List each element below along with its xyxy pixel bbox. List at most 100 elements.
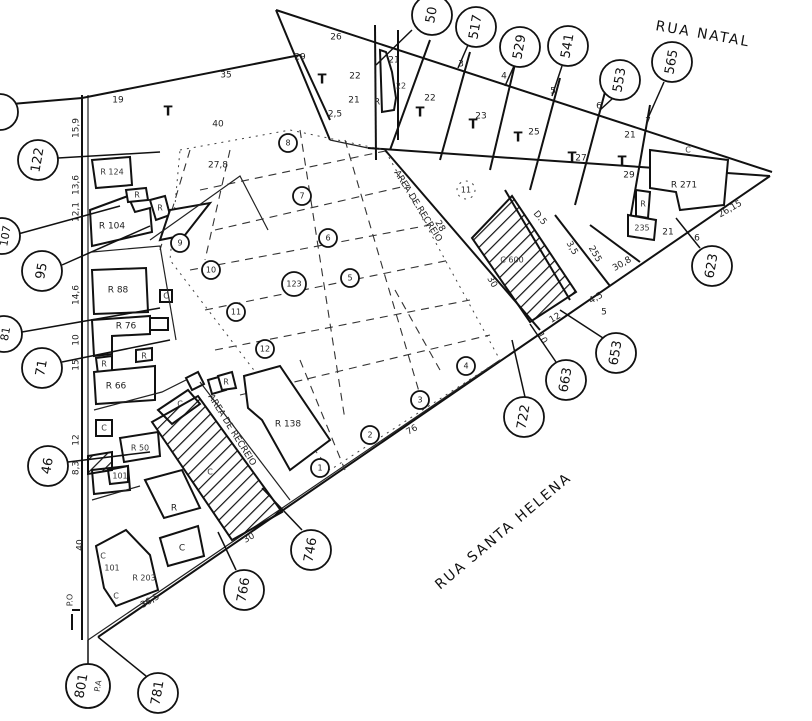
- svg-text:6: 6: [694, 234, 700, 244]
- parcel-746: 746: [261, 487, 332, 571]
- parcel-801: 801 P.A: [65, 640, 111, 709]
- svg-text:T: T: [469, 118, 478, 133]
- svg-text:663: 663: [556, 366, 575, 393]
- svg-text:35: 35: [220, 71, 231, 81]
- lot-7: 7: [292, 186, 312, 206]
- svg-text:C: C: [177, 400, 183, 409]
- svg-text:10: 10: [72, 334, 82, 346]
- svg-text:123: 123: [286, 280, 301, 289]
- svg-text:C: C: [685, 146, 691, 155]
- svg-text:D.5: D.5: [531, 209, 549, 227]
- svg-text:C: C: [113, 592, 119, 601]
- svg-text:71: 71: [33, 359, 51, 378]
- svg-text:517: 517: [466, 13, 485, 40]
- svg-text:T: T: [514, 131, 523, 146]
- svg-text:T: T: [318, 73, 327, 88]
- svg-text:95: 95: [33, 262, 51, 281]
- svg-text:5: 5: [347, 274, 352, 283]
- svg-text:3: 3: [417, 396, 422, 405]
- svg-text:8: 8: [285, 139, 290, 148]
- svg-text:12: 12: [260, 345, 270, 354]
- svg-text:10: 10: [206, 266, 216, 275]
- svg-text:26: 26: [330, 33, 342, 43]
- svg-text:R 203: R 203: [132, 574, 155, 583]
- parcel-781: 781: [97, 636, 179, 714]
- lot-9: 9: [170, 233, 190, 253]
- svg-text:12: 12: [72, 434, 82, 445]
- svg-text:C: C: [101, 424, 107, 433]
- street-lines: [0, 9, 773, 641]
- svg-text:40: 40: [212, 120, 224, 130]
- lot-123: 123: [281, 271, 307, 297]
- svg-text:15,9: 15,9: [72, 118, 82, 138]
- lot-2: 2: [360, 425, 380, 445]
- svg-text:529: 529: [510, 33, 529, 60]
- svg-text:R: R: [640, 200, 646, 209]
- svg-text:9: 9: [177, 239, 182, 248]
- svg-text:6: 6: [325, 234, 330, 243]
- svg-text:29: 29: [294, 53, 306, 63]
- svg-text:R: R: [101, 360, 107, 369]
- svg-text:25: 25: [528, 128, 539, 138]
- lot-4: 4: [456, 356, 476, 376]
- lot-5: 5: [340, 268, 360, 288]
- svg-text:565: 565: [662, 48, 681, 75]
- svg-text:101: 101: [112, 472, 127, 481]
- misc-lines: [71, 149, 641, 630]
- parcel-50: 50: [375, 0, 453, 66]
- svg-text:623: 623: [702, 252, 721, 279]
- building-r271: R 271 R 235 C: [627, 146, 730, 242]
- svg-text:P.A: P.A: [93, 679, 104, 692]
- area-label-right: AREA DE RECREIO: [391, 169, 443, 244]
- lot-11: 11: [226, 302, 246, 322]
- parcel-81: 81: [0, 307, 161, 353]
- svg-text:2: 2: [367, 431, 372, 440]
- svg-text:6: 6: [596, 102, 602, 112]
- svg-text:801: 801: [72, 672, 91, 699]
- svg-text:22: 22: [424, 94, 435, 104]
- parcel-122: 122: [17, 139, 161, 181]
- svg-text:12: 12: [548, 311, 563, 325]
- svg-text:R 271: R 271: [671, 181, 697, 191]
- svg-text:R: R: [223, 378, 229, 387]
- lot-12: 12: [255, 339, 275, 359]
- svg-text:12,1: 12,1: [72, 202, 82, 222]
- svg-text:T: T: [164, 105, 173, 120]
- lot-3: 3: [410, 390, 430, 410]
- svg-text:21: 21: [348, 96, 359, 106]
- svg-text:R 50: R 50: [131, 444, 149, 453]
- lot-10: 10: [201, 260, 221, 280]
- parcel-653: 653: [559, 309, 637, 374]
- svg-text:T: T: [618, 155, 627, 170]
- svg-text:11: 11: [461, 186, 471, 195]
- svg-text:781: 781: [148, 679, 167, 706]
- svg-text:21: 21: [388, 56, 399, 66]
- svg-text:19: 19: [112, 96, 124, 106]
- svg-text:27,8: 27,8: [208, 161, 228, 171]
- parcel-callouts: 50 517 529 541 553 565: [0, 0, 733, 714]
- svg-text:22: 22: [396, 82, 406, 91]
- svg-text:4: 4: [501, 72, 507, 82]
- parcel-541: 541: [547, 25, 589, 97]
- svg-text:21: 21: [662, 228, 673, 238]
- lot-circles: 1 2 3 4 5 6 7 8 9 10 11 12 123 11: [170, 133, 476, 478]
- svg-text:30: 30: [484, 275, 499, 290]
- building-r138: R 138 R: [206, 364, 332, 472]
- svg-text:50: 50: [423, 6, 441, 25]
- svg-text:3: 3: [458, 60, 464, 70]
- svg-text:R 88: R 88: [108, 286, 129, 296]
- parcel-722: 722: [503, 339, 545, 438]
- svg-text:122: 122: [28, 146, 47, 173]
- parcel-565: 565: [647, 41, 693, 119]
- parcel-71: 71: [21, 339, 171, 389]
- svg-text:81: 81: [0, 326, 13, 342]
- west-buildings: R 124 R 104 R R R 88 C R 76 R R R 66 C C…: [88, 155, 213, 608]
- svg-text:4: 4: [463, 362, 468, 371]
- svg-text:107: 107: [0, 224, 14, 247]
- svg-text:R: R: [134, 191, 140, 200]
- lot-1: 1: [310, 458, 330, 478]
- parcel-46: 46: [27, 445, 151, 487]
- street-santa-helena: RUA SANTA HELENA: [432, 470, 575, 593]
- svg-text:29: 29: [623, 171, 635, 181]
